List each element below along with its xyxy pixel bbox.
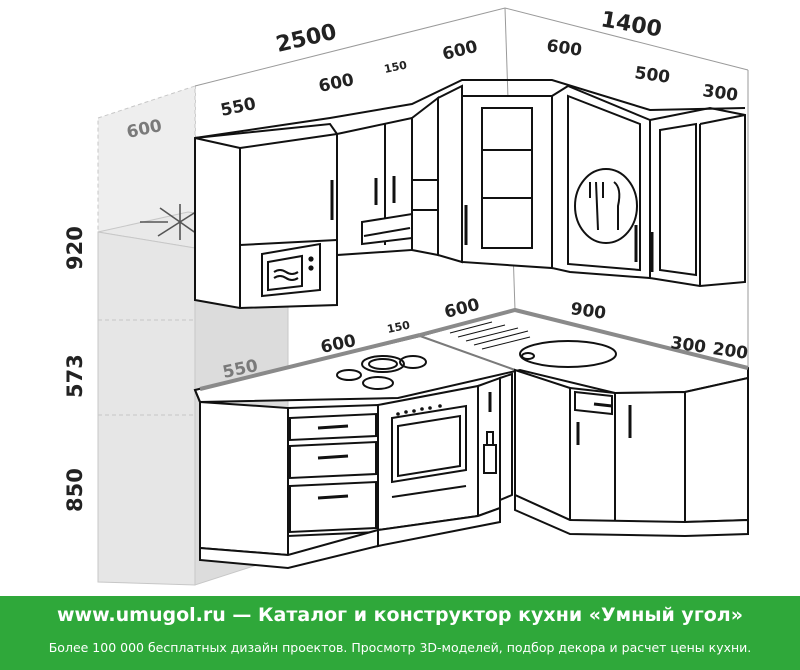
footer-title-line: www.umugol.ru — Каталог и конструктор ку… (0, 604, 800, 626)
dim-upper-550: 550 (219, 94, 258, 121)
dim-height-573: 573 (63, 354, 87, 398)
worktop-dim-lines (199, 307, 749, 391)
dim-upper-corner-600-right: 600 (545, 36, 583, 61)
footer-title: Каталог и конструктор кухни «Умный угол» (258, 604, 743, 626)
footer-dash: — (225, 604, 259, 626)
cooktop (336, 355, 427, 390)
base-cabinets (199, 368, 749, 570)
sink (519, 340, 617, 368)
drainboard (449, 321, 531, 350)
kitchen-diagram: 2500 1400 600 550 600 150 600 600 500 30… (63, 7, 749, 586)
dim-height-850: 850 (63, 468, 87, 512)
range-hood (361, 212, 413, 246)
site-link[interactable]: www.umugol.ru (56, 604, 226, 626)
dim-base-150: 150 (386, 318, 412, 336)
oven-knobs (396, 404, 442, 416)
dim-upper-300: 300 (701, 81, 739, 106)
dim-upper-corner-600-left: 600 (440, 37, 479, 65)
dim-height-920: 920 (63, 226, 87, 270)
dim-base-900: 900 (569, 299, 607, 324)
plate-cutlery-icon (574, 168, 638, 244)
base-handles (317, 392, 632, 500)
footer-banner: www.umugol.ru — Каталог и конструктор ку… (0, 596, 800, 670)
cabinet-handles (330, 176, 654, 272)
dim-base-200: 200 (711, 339, 749, 364)
dim-upper-600: 600 (317, 70, 356, 97)
dim-top-right-total: 1400 (599, 7, 664, 42)
footer-subtitle: Более 100 000 бесплатных дизайн проектов… (48, 640, 752, 655)
dim-upper-500: 500 (633, 63, 671, 88)
dim-base-300: 300 (669, 333, 707, 358)
microwave (261, 242, 321, 298)
dim-upper-150: 150 (383, 58, 409, 76)
